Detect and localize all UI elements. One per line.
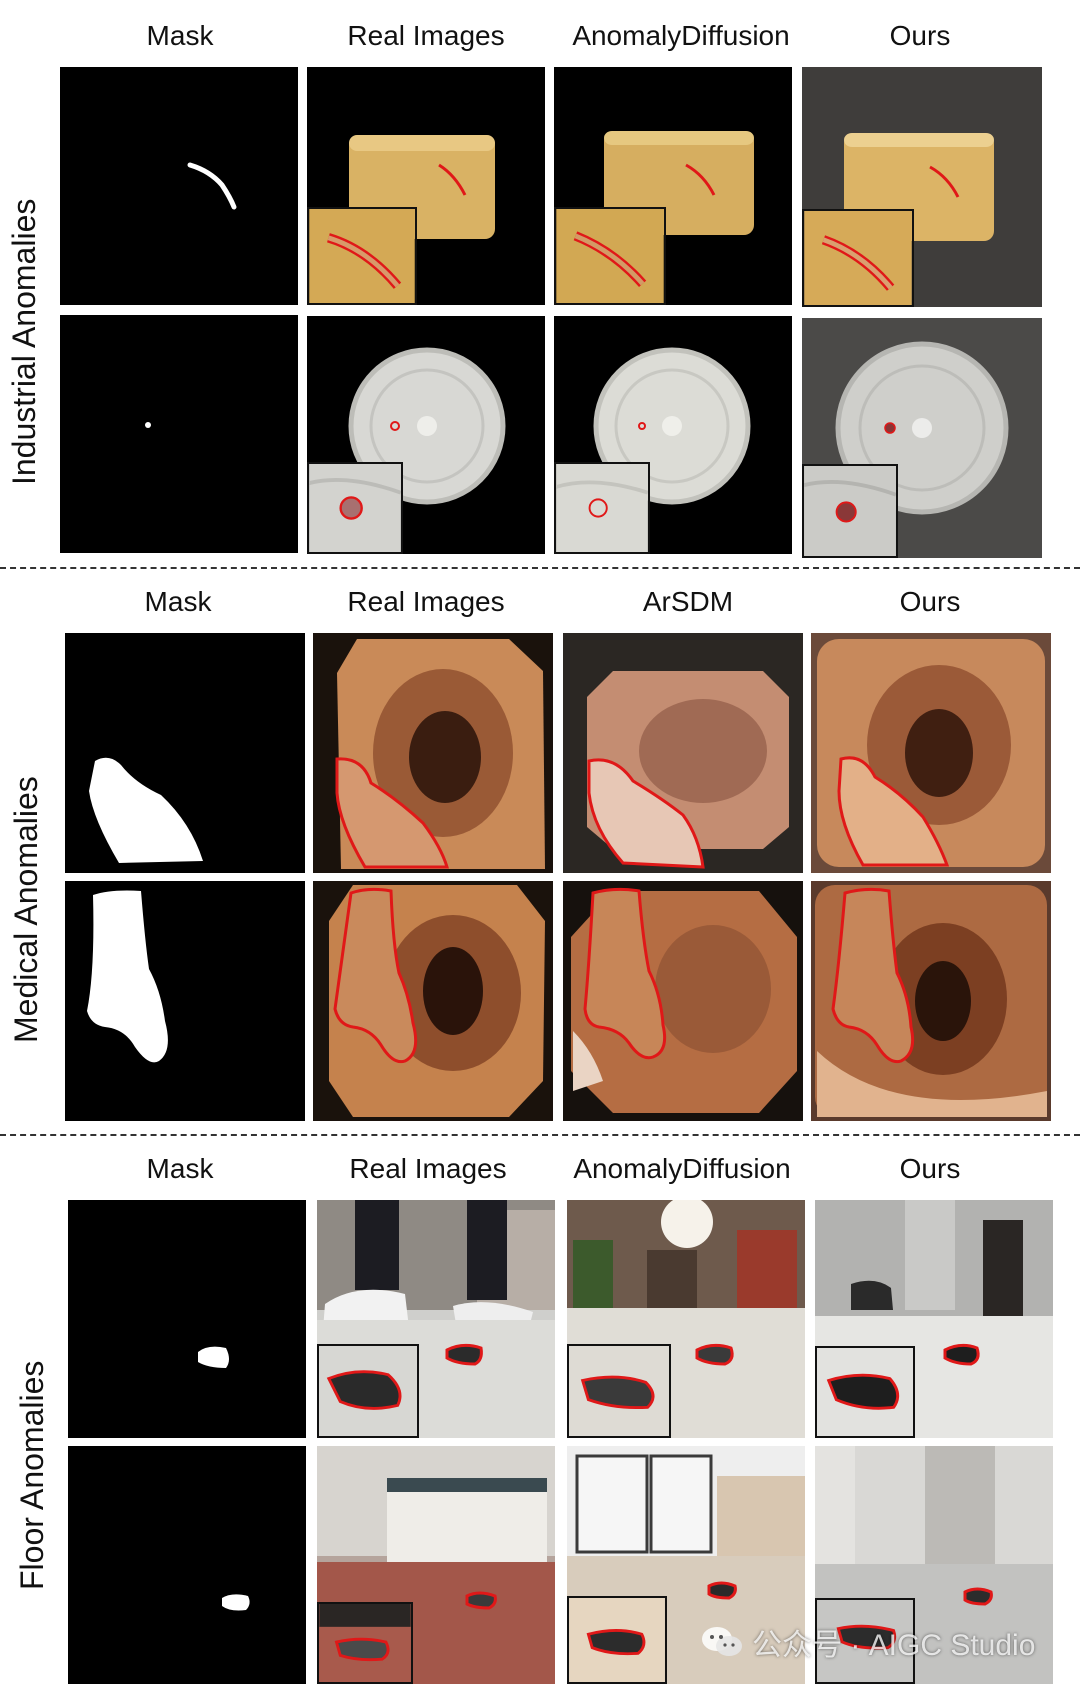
mask-image	[68, 1446, 306, 1684]
row-label-medical: Medical Anomalies	[8, 776, 44, 1043]
baseline-image	[563, 881, 803, 1121]
zoom-inset	[554, 207, 666, 305]
baseline-image	[554, 316, 792, 554]
zoom-inset	[815, 1598, 915, 1684]
ours-image	[802, 318, 1042, 558]
mask-image	[65, 633, 305, 873]
mask-image	[60, 315, 298, 553]
row-label-industrial: Industrial Anomalies	[6, 198, 42, 485]
baseline-image	[563, 633, 803, 873]
real-image	[317, 1446, 555, 1684]
ours-image	[802, 67, 1042, 307]
ours-image	[815, 1446, 1053, 1684]
mask-image	[65, 881, 305, 1121]
mask-image	[68, 1200, 306, 1438]
real-image	[313, 633, 553, 873]
zoom-inset	[307, 462, 403, 554]
ours-image	[811, 633, 1051, 873]
col-head-baseline: AnomalyDiffusion	[572, 20, 790, 51]
col-head-mask: Mask	[146, 1153, 214, 1184]
baseline-image	[567, 1200, 805, 1438]
col-head-real: Real Images	[349, 1153, 507, 1184]
section-divider	[0, 1134, 1080, 1136]
watermark: 公众号 · AIGC Studio	[700, 1620, 1035, 1664]
col-head-ours: Ours	[899, 1153, 961, 1184]
real-image	[307, 316, 545, 554]
watermark-text: 公众号 · AIGC Studio	[752, 1629, 1036, 1662]
col-head-real: Real Images	[347, 20, 505, 51]
real-image	[307, 67, 545, 305]
col-head-mask: Mask	[146, 20, 214, 51]
zoom-inset	[554, 462, 650, 554]
zoom-inset	[567, 1596, 667, 1684]
col-head-ours: Ours	[899, 586, 961, 617]
col-head-baseline: ArSDM	[642, 586, 734, 617]
zoom-inset	[802, 464, 898, 558]
zoom-inset	[802, 209, 914, 307]
col-head-real: Real Images	[347, 586, 505, 617]
row-label-floor: Floor Anomalies	[14, 1360, 50, 1590]
col-head-ours: Ours	[889, 20, 951, 51]
zoom-inset	[317, 1344, 419, 1438]
baseline-image	[567, 1446, 805, 1684]
zoom-inset	[567, 1344, 671, 1438]
wechat-icon	[700, 1625, 744, 1659]
real-image	[317, 1200, 555, 1438]
zoom-inset	[307, 207, 417, 305]
zoom-inset	[317, 1602, 413, 1684]
col-head-mask: Mask	[144, 586, 212, 617]
mask-image	[60, 67, 298, 305]
zoom-inset	[815, 1346, 915, 1438]
ours-image	[811, 881, 1051, 1121]
col-head-baseline: AnomalyDiffusion	[573, 1153, 791, 1184]
baseline-image	[554, 67, 792, 305]
real-image	[313, 881, 553, 1121]
section-divider	[0, 567, 1080, 569]
ours-image	[815, 1200, 1053, 1438]
